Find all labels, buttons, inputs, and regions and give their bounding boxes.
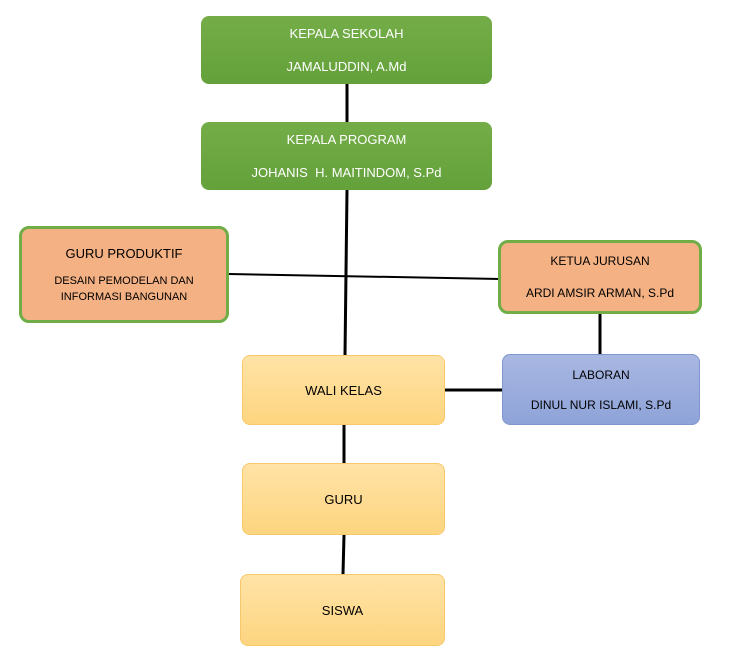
kepala-program-title: KEPALA PROGRAM: [286, 132, 407, 147]
laboran-title: LABORAN: [572, 367, 630, 382]
guru-produktif-box: GURU PRODUKTIF DESAIN PEMODELAN DAN INFO…: [19, 226, 229, 323]
wali-kelas-box: WALI KELAS: [242, 355, 445, 425]
guru-produktif-title: GURU PRODUKTIF: [65, 246, 183, 261]
kepala-sekolah-box: KEPALA SEKOLAH JAMALUDDIN, A.Md: [201, 16, 492, 84]
connector-horizontal-guru-produktif-ketua-jurusan: [228, 273, 501, 280]
kepala-sekolah-name: JAMALUDDIN, A.Md: [286, 59, 407, 74]
wali-kelas-title: WALI KELAS: [305, 382, 382, 398]
siswa-title: SISWA: [321, 602, 364, 618]
ketua-jurusan-title: KETUA JURUSAN: [550, 254, 650, 268]
laboran-box: LABORAN DINUL NUR ISLAMI, S.Pd: [502, 354, 700, 425]
guru-title: GURU: [324, 491, 363, 507]
siswa-box: SISWA: [240, 574, 445, 646]
ketua-jurusan-name: ARDI AMSIR ARMAN, S.Pd: [525, 286, 675, 300]
ketua-jurusan-box: KETUA JURUSAN ARDI AMSIR ARMAN, S.Pd: [498, 240, 702, 314]
kepala-program-name: JOHANIS H. MAITINDOM, S.Pd: [251, 165, 442, 180]
guru-produktif-line-1: DESAIN PEMODELAN DAN: [54, 275, 194, 287]
guru-box: GURU: [242, 463, 445, 535]
laboran-name: DINUL NUR ISLAMI, S.Pd: [530, 397, 672, 412]
connector-program-wali-kelas: [343, 189, 349, 356]
connector-guru-siswa: [341, 534, 346, 575]
guru-produktif-line-2: INFORMASI BANGUNAN: [60, 291, 188, 303]
kepala-program-box: KEPALA PROGRAM JOHANIS H. MAITINDOM, S.P…: [201, 122, 492, 190]
kepala-sekolah-title: KEPALA SEKOLAH: [289, 26, 404, 41]
